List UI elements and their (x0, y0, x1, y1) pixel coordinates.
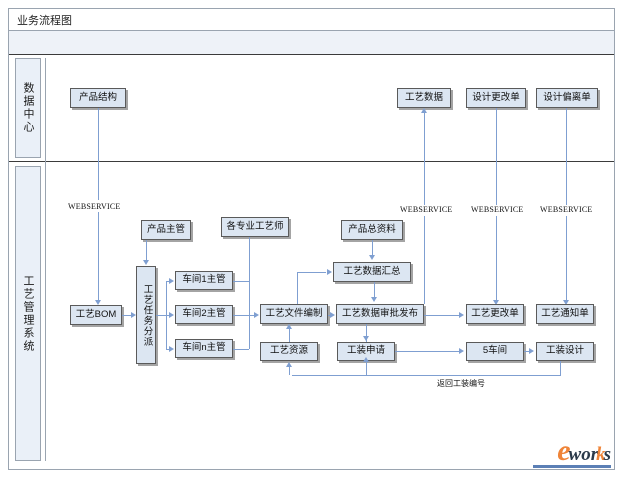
connector-doc-up (297, 272, 298, 304)
logo-letter-e: e (557, 434, 571, 467)
connector-merge-to-doc (249, 315, 256, 316)
arrow-to-process-data (421, 108, 427, 113)
connector-bom-to-dispatch (122, 315, 132, 316)
node-workshop1-supervisor[interactable]: 车间1主管 (175, 271, 233, 290)
node-workshopn-supervisor[interactable]: 车间n主管 (175, 339, 233, 358)
node-process-notice-order[interactable]: 工艺通知单 (536, 304, 594, 324)
page-title: 业务流程图 (17, 14, 72, 27)
logo-letter-s: s (603, 444, 611, 465)
diagram-title-bar: 业务流程图 (9, 9, 614, 31)
webservice-label-3: WEBSERVICE (471, 205, 524, 214)
webservice-label-1: WEBSERVICE (68, 202, 121, 211)
arrow-resource-to-doc (286, 324, 292, 329)
arrow-bom-to-dispatch (131, 312, 136, 318)
header-band (9, 31, 614, 55)
lane-label-data-center: 数据中心 (15, 58, 41, 158)
arrow-dispatch-to-w1 (169, 278, 174, 284)
connector-dispatch-w2 (166, 315, 171, 316)
connector-design-change-down (496, 108, 497, 205)
lane-label-process-mgmt: 工艺管理系统 (15, 166, 41, 461)
connector-design-change-down2 (496, 216, 497, 302)
logo-underline (533, 465, 611, 468)
node-product-master-data[interactable]: 产品总资料 (341, 220, 403, 240)
connector-approve-to-change-order (424, 315, 460, 316)
connector-process-data-up (424, 113, 425, 205)
arrow-to-process-change-order (493, 300, 499, 305)
node-task-dispatch[interactable]: 工艺任务分派 (136, 266, 156, 364)
connector-product-structure-down2 (98, 212, 99, 302)
eworks-logo: e wor k s (557, 434, 611, 467)
arrow-dispatch-to-wn (169, 346, 174, 352)
node-design-deviation-order[interactable]: 设计偏离单 (536, 88, 598, 108)
connector-approve-to-tooling-request (366, 324, 367, 342)
node-specialist-engineers[interactable]: 各专业工艺师 (221, 217, 289, 237)
logo-letter-k: k (596, 444, 606, 465)
connector-dispatch-wn (166, 349, 171, 350)
arrow-request-to-workshop5 (459, 348, 464, 354)
arrow-doc-to-approve (330, 312, 335, 318)
node-workshop2-supervisor[interactable]: 车间2主管 (175, 305, 233, 324)
connector-dispatch-w1 (166, 281, 171, 282)
connector-engineers-down (249, 237, 250, 281)
connector-return-to-resource (289, 366, 290, 375)
node-process-change-order[interactable]: 工艺更改单 (466, 304, 524, 324)
connector-process-data-up2 (424, 216, 425, 304)
connector-dispatch-out (156, 315, 166, 316)
connector-request-to-workshop5 (395, 351, 460, 352)
arrow-return-to-resource (286, 362, 292, 367)
node-tooling-design[interactable]: 工装设计 (536, 342, 594, 361)
node-product-structure[interactable]: 产品结构 (70, 88, 126, 108)
node-process-data[interactable]: 工艺数据 (397, 88, 451, 108)
webservice-label-4: WEBSERVICE (540, 205, 593, 214)
lane-label-text: 工艺管理系统 (22, 274, 34, 353)
connector-return-to-request (366, 361, 367, 375)
annotation-return-tooling-number: 返回工装编号 (437, 379, 485, 388)
node-product-supervisor[interactable]: 产品主管 (141, 220, 191, 240)
arrow-to-process-bom (95, 300, 101, 305)
connector-summary-to-approve (374, 282, 375, 298)
node-process-data-summary[interactable]: 工艺数据汇总 (333, 262, 411, 282)
connector-w2-out (233, 315, 249, 316)
connector-design-deviation-down (566, 108, 567, 205)
arrow-to-process-notice-order (563, 300, 569, 305)
connector-w1-out (233, 281, 249, 282)
connector-design-down (560, 361, 561, 375)
arrow-masterdata-to-summary (369, 255, 375, 260)
connector-wn-out (233, 349, 249, 350)
lane-label-text: 数据中心 (22, 82, 34, 134)
node-workshop5[interactable]: 5车间 (466, 342, 524, 361)
logo-text-wor: wor (568, 444, 599, 465)
arrow-return-to-request (363, 357, 369, 362)
arrow-approve-to-tooling-request (363, 336, 369, 341)
node-design-change-order[interactable]: 设计更改单 (466, 88, 526, 108)
webservice-label-2: WEBSERVICE (400, 205, 453, 214)
connector-masterdata-to-summary (372, 240, 373, 255)
lane-column-divider (45, 58, 46, 461)
arrow-workshop5-to-design (529, 348, 534, 354)
connector-design-deviation-down2 (566, 216, 567, 302)
arrow-supervisor-to-dispatch (143, 260, 149, 265)
connector-return-tooling-number (292, 375, 561, 376)
node-process-data-approve-release[interactable]: 工艺数据审批发布 (336, 304, 424, 324)
connector-resource-up (289, 329, 290, 342)
node-process-bom[interactable]: 工艺BOM (70, 305, 122, 325)
arrow-merge-to-doc-prepare (254, 312, 259, 318)
lane-separator (9, 161, 614, 162)
arrow-summary-to-approve (371, 297, 377, 302)
connector-workshop5-to-design (524, 351, 530, 352)
arrow-dispatch-to-w2 (169, 312, 174, 318)
node-process-doc-prepare[interactable]: 工艺文件编制 (260, 304, 328, 324)
node-process-resource[interactable]: 工艺资源 (260, 342, 318, 361)
connector-product-structure-down (98, 108, 99, 200)
connector-supervisor-to-dispatch (146, 240, 147, 261)
arrow-doc-to-summary (327, 269, 332, 275)
outer-frame (8, 8, 615, 470)
arrow-approve-to-change-order (459, 312, 464, 318)
connector-doc-to-summary (297, 272, 326, 273)
connector-doc-to-approve (328, 315, 331, 316)
